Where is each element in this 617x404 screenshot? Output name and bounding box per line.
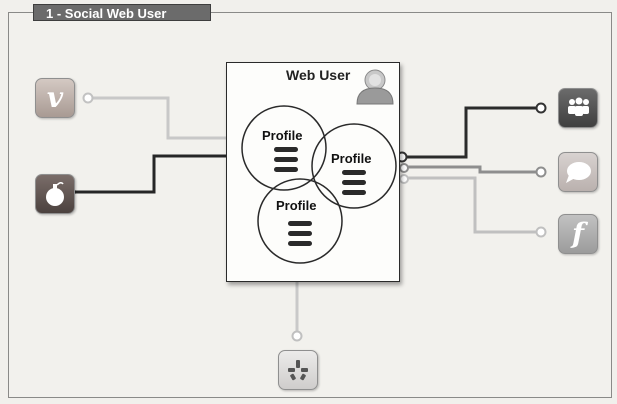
- wire-vimeo: [88, 96, 236, 140]
- bomb-icon[interactable]: [35, 174, 75, 214]
- profile-circle-1: [241, 105, 327, 191]
- panel-title: 1 - Social Web User: [33, 4, 211, 21]
- vimeo-glyph: v: [46, 81, 64, 114]
- user-avatar-icon: [356, 69, 394, 105]
- profile-label-2: Profile: [331, 151, 372, 166]
- profile-circle-3: [257, 178, 343, 264]
- wire-facebook: [404, 176, 541, 234]
- facebook-icon[interactable]: f: [558, 214, 598, 254]
- wire-myspace: [402, 106, 541, 159]
- profiles-venn: [241, 105, 397, 264]
- web-user-label: Web User: [286, 67, 351, 83]
- profile-label-3: Profile: [276, 198, 317, 213]
- myspace-glyph: [568, 97, 589, 116]
- wire-chat: [404, 165, 541, 174]
- vimeo-icon[interactable]: v: [35, 78, 75, 118]
- profile-circle-2: [311, 123, 397, 209]
- yelp-icon[interactable]: [278, 350, 318, 390]
- bomb-glyph: [46, 181, 64, 206]
- chat-bubble-glyph: [566, 162, 591, 183]
- myspace-icon[interactable]: [558, 88, 598, 128]
- chat-bubble-icon[interactable]: [558, 152, 598, 192]
- wire-bomb: [70, 154, 236, 194]
- profile-label-1: Profile: [262, 128, 303, 143]
- facebook-glyph: f: [571, 217, 585, 250]
- yelp-glyph: [288, 360, 308, 381]
